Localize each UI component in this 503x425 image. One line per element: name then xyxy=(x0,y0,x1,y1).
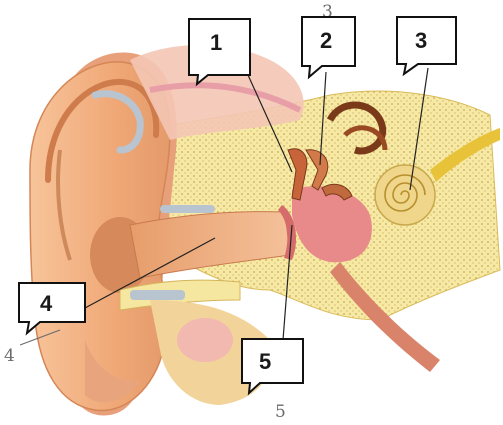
callout-2: 2 xyxy=(302,17,355,77)
callout-5: 5 xyxy=(242,339,303,393)
lower-gland xyxy=(177,318,233,362)
handwritten-mark-5: 5 xyxy=(275,402,286,422)
callout-3-label: 3 xyxy=(415,28,427,53)
callout-3: 3 xyxy=(397,17,456,74)
callout-5-bubble xyxy=(242,339,303,393)
callout-5-label: 5 xyxy=(259,349,271,374)
callout-1-label: 1 xyxy=(210,30,222,55)
callout-1: 1 xyxy=(189,19,250,84)
callout-2-label: 2 xyxy=(320,28,332,53)
cochlea xyxy=(375,165,435,225)
handwritten-mark-4: 4 xyxy=(4,346,15,366)
canal-cartilage-bar xyxy=(130,290,185,300)
callout-4-label: 4 xyxy=(40,291,53,316)
canal-cartilage-upper xyxy=(160,205,215,213)
